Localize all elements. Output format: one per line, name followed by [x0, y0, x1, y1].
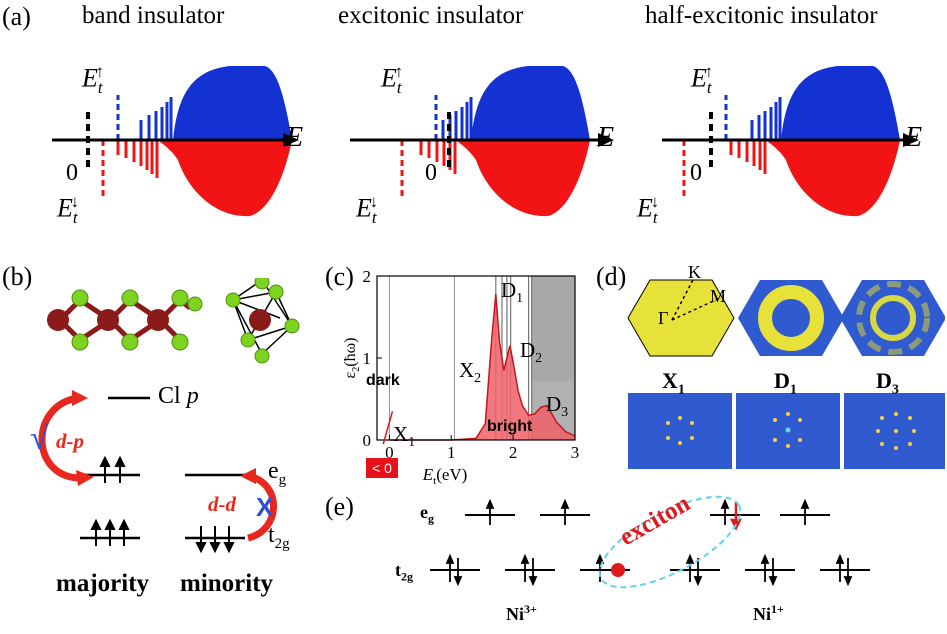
y-tick-label: 2: [363, 267, 372, 286]
map-x1: [628, 393, 732, 469]
negative-energy-box: < 0: [366, 458, 398, 478]
m-point-label: M: [710, 286, 727, 306]
y-tick-label: 0: [363, 431, 372, 450]
hole-dot: [611, 563, 625, 577]
x-tick-label: 0: [385, 443, 394, 462]
epsilon2-chart: 0 1 2 3 0 1 2Et(eV) ε2(ħω): [342, 267, 580, 487]
panel-b-label: (b): [2, 262, 33, 291]
x-tick-label: 1: [447, 443, 456, 462]
negative-pointer: [382, 411, 394, 445]
k-point-label: K: [688, 262, 701, 282]
title-excitonic-insulator: excitonic insulator: [338, 2, 524, 29]
map-label-d3: D3: [876, 368, 899, 398]
exciton-ellipse: [598, 495, 742, 589]
eg-label-b: eg: [268, 458, 287, 488]
gamma-point-label: Γ: [658, 308, 669, 328]
orbital-diagram-b: [38, 390, 277, 554]
peak-label-x1: X1: [393, 422, 416, 451]
zero-label-1: 0: [66, 160, 78, 186]
axis-label-e-3: E: [905, 122, 923, 153]
panel-c-label: (c): [325, 262, 354, 291]
epsilon2-area: [389, 294, 575, 440]
t2g-label-e: t2g: [395, 560, 413, 584]
map-label-x1: X1: [662, 368, 685, 398]
x-axis-label: Et(eV): [422, 465, 468, 487]
eg-label-e: eg: [420, 502, 434, 526]
minority-label: minority: [180, 570, 274, 597]
zero-label-2: 0: [425, 160, 437, 186]
hexagon-x1: [627, 279, 735, 357]
ni1-label: Ni1+: [753, 602, 784, 624]
half-excitonic-insulator-diagram: [662, 66, 919, 217]
map-label-d1: D1: [774, 368, 797, 398]
bright-tag: bright: [487, 418, 533, 435]
majority-label: majority: [56, 570, 150, 597]
valence-band-fill: [158, 140, 292, 217]
dark-tag: dark: [366, 372, 400, 389]
panel-a-label: (a): [2, 2, 31, 31]
y-axis-label: ε2(ħω): [342, 338, 362, 379]
et-down-label-2: Et↓: [356, 192, 379, 227]
title-half-excitonic-insulator: half-excitonic insulator: [645, 2, 878, 29]
ni3-label: Ni3+: [506, 602, 537, 624]
dd-label: d-d: [208, 492, 236, 516]
axis-label-e-1: E: [286, 122, 304, 153]
et-down-label-3: Et↓: [637, 192, 660, 227]
crystal-structure: [47, 278, 300, 364]
et-up-label-1: Et↑: [82, 62, 105, 97]
band-insulator-diagram: [52, 66, 299, 217]
et-down-label-1: Et↓: [57, 192, 80, 227]
peak-label-d3: D3: [546, 392, 569, 421]
panel-e-label: (e): [325, 492, 354, 521]
x-tick-label: 2: [509, 443, 518, 462]
hexagon-d3: [840, 280, 945, 356]
panel-d-maps: [627, 277, 945, 469]
excitonic-insulator-diagram: [350, 66, 614, 217]
x-tick-label: 3: [571, 443, 580, 462]
panel-d-label: (d): [596, 262, 627, 291]
cross-mark-icon: X: [256, 492, 274, 522]
peak-label-d2: D2: [520, 338, 543, 367]
zero-label-3: 0: [690, 160, 702, 186]
title-band-insulator: band insulator: [82, 2, 225, 29]
conduction-band-fill: [173, 66, 292, 140]
axis-label-e-2: E: [597, 122, 615, 153]
t2g-label-b: t2g: [268, 522, 290, 552]
check-mark-icon: √: [30, 420, 49, 457]
peak-label-x2: X2: [459, 358, 482, 387]
panel-a-diagrams: [52, 66, 919, 217]
dp-label: d-p: [56, 429, 84, 453]
et-up-label-3: Et↑: [691, 62, 714, 97]
orbital-diagram-e: [430, 495, 870, 589]
cl-p-label: Cl p: [158, 383, 199, 409]
y-tick-label: 1: [363, 349, 372, 368]
peak-label-d1: D1: [501, 278, 524, 307]
et-up-label-2: Et↑: [381, 62, 404, 97]
